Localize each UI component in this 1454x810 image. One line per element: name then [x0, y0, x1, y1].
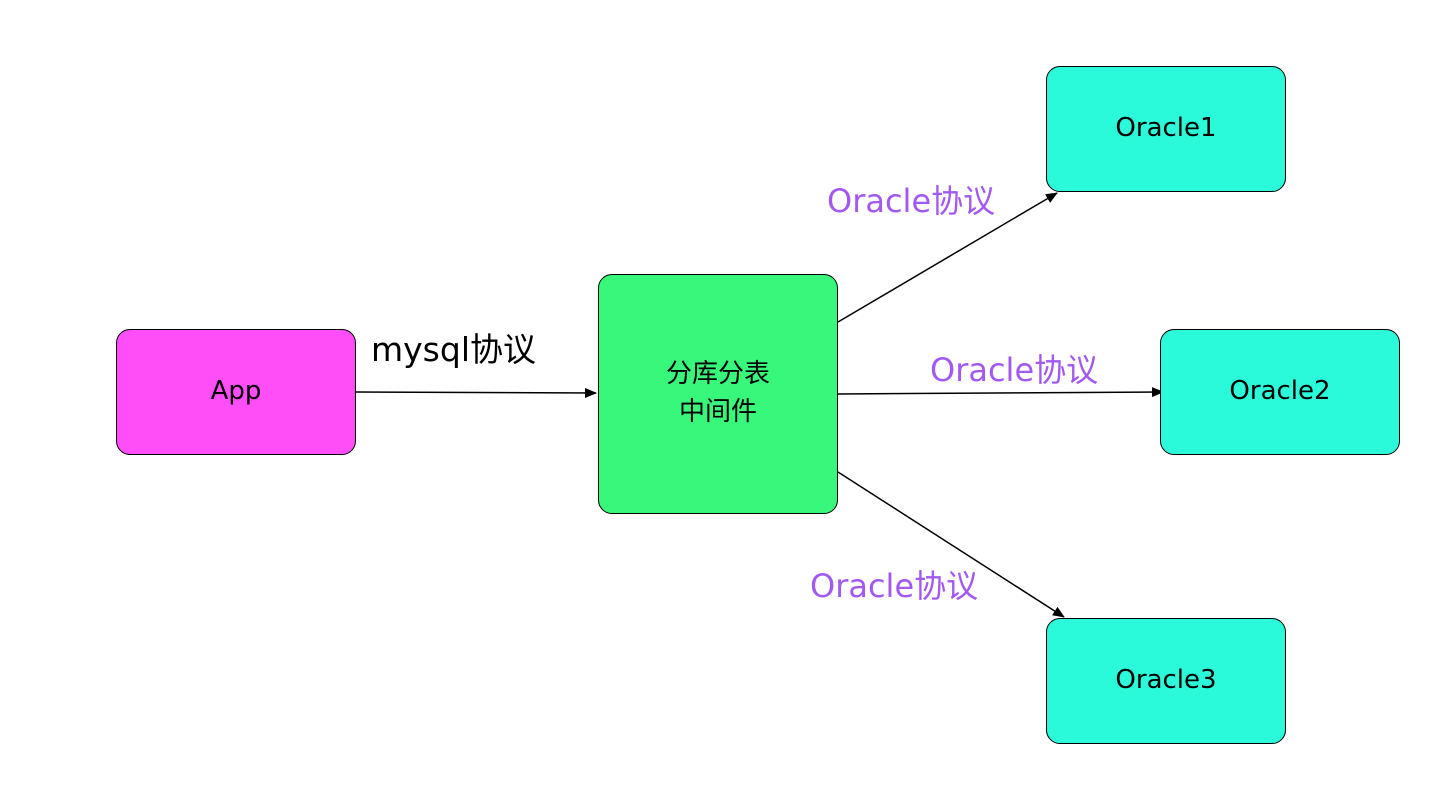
middleware-label-line1: 分库分表 — [665, 359, 770, 390]
oracle-protocol-label-3: Oracle协议 — [810, 567, 979, 605]
oracle1-node-label: Oracle1 — [1115, 113, 1217, 144]
app-node: App — [116, 329, 356, 455]
middleware-label-line2: 中间件 — [678, 397, 757, 427]
oracle-protocol-label-2: Oracle协议 — [930, 351, 1099, 389]
oracle1-node: Oracle1 — [1046, 66, 1286, 192]
edge-middleware-to-oracle2 — [837, 387, 1164, 398]
oracle2-node: Oracle2 — [1160, 329, 1400, 455]
edge-middleware-to-oracle3 — [837, 471, 1065, 618]
app-node-label: App — [210, 376, 262, 407]
sharding-middleware-node: 分库分表 中间件 — [598, 274, 838, 514]
edge-middleware-to-oracle1 — [837, 192, 1058, 323]
oracle3-node: Oracle3 — [1046, 618, 1286, 744]
edge-app-to-middleware — [355, 387, 597, 398]
mysql-protocol-label: mysql协议 — [371, 330, 536, 369]
oracle2-node-label: Oracle2 — [1229, 376, 1331, 407]
oracle-protocol-label-1: Oracle协议 — [827, 182, 996, 220]
oracle3-node-label: Oracle3 — [1115, 665, 1217, 696]
